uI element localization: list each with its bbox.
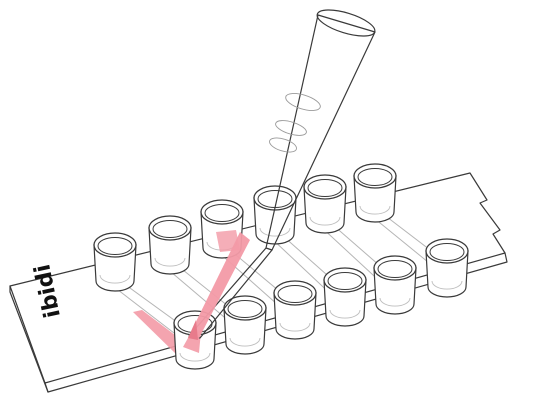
ibidi-logo: ibidi [30,262,66,320]
back-well-6 [354,164,396,222]
back-well-2 [149,216,191,274]
front-well-6 [426,239,468,297]
back-well-1 [94,233,136,291]
front-well-2 [224,296,266,354]
back-well-5 [304,175,346,233]
front-well-4 [324,268,366,326]
front-well-3 [274,281,316,339]
front-well-5 [374,256,416,314]
back-well-4 [254,186,296,244]
